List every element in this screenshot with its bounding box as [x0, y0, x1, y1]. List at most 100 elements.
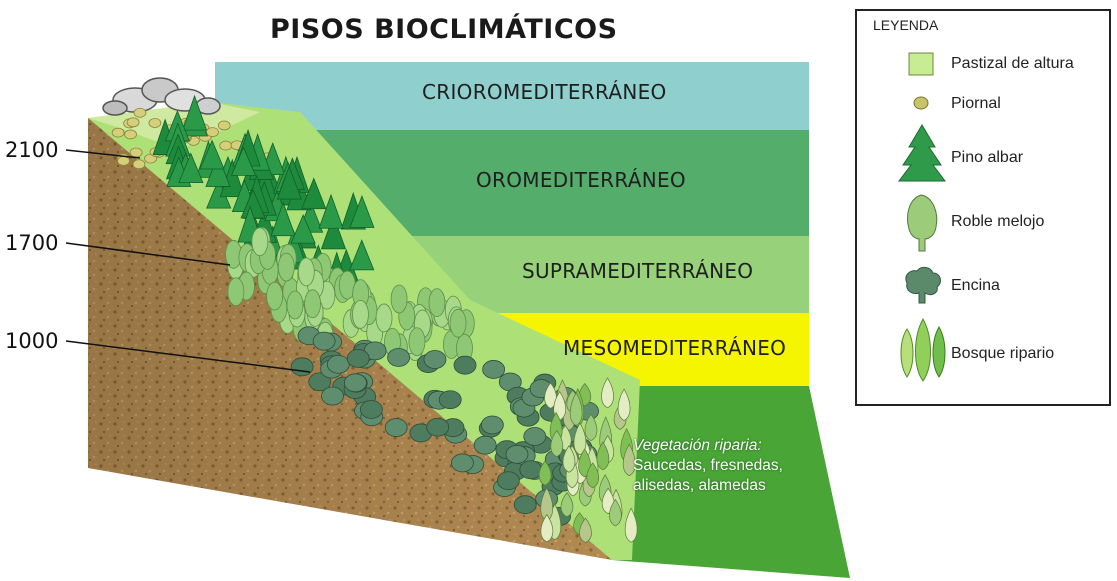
- oak-tree: [449, 308, 467, 338]
- holm-oak-tree: [523, 427, 547, 446]
- holm-oak-tree: [359, 400, 383, 419]
- riparian-forest: [538, 377, 638, 543]
- holm-oak-tree: [344, 373, 367, 393]
- oak-tree: [297, 257, 315, 287]
- riparian-tree: [617, 388, 631, 421]
- riparian-tree: [540, 514, 554, 543]
- riparian-tree: [596, 441, 610, 471]
- pine-tree: [290, 214, 316, 244]
- legend-title: LEYENDA: [873, 17, 939, 33]
- legend-label-pastizal: Pastizal de altura: [951, 55, 1074, 72]
- pine-tree: [301, 177, 327, 210]
- holm-oak-tree: [438, 390, 462, 410]
- legend-item-pino: Pino albar: [857, 123, 1109, 185]
- altitude-label-1000: 1000: [5, 329, 59, 353]
- pine-tree: [349, 195, 375, 228]
- pine-tree: [320, 214, 347, 250]
- holm-oak-tree: [387, 348, 410, 367]
- pine-forest: [152, 94, 375, 290]
- holm-oak-tree: [423, 350, 447, 369]
- holm-oak-tree: [519, 460, 543, 480]
- altitude-label-2100: 2100: [5, 138, 59, 162]
- holm-oak-tree: [450, 453, 474, 473]
- pine-tree: [205, 154, 231, 187]
- rocky-summit: [102, 77, 221, 116]
- riparian-note: Vegetación riparia: Saucedas, fresnedas,…: [633, 436, 783, 496]
- holm-oak-tree: [321, 386, 344, 406]
- oak-tree: [375, 303, 393, 333]
- legend-label-pino: Pino albar: [951, 149, 1024, 166]
- piornal-shrub: [206, 127, 219, 137]
- legend: LEYENDA Pastizal de altura Piornal Pino …: [855, 9, 1111, 406]
- legend-item-bosque-ripario: Bosque ripario: [857, 315, 1109, 387]
- piornal-shrub: [111, 127, 125, 138]
- piornal-shrub: [219, 140, 233, 151]
- pine-tree: [270, 201, 296, 237]
- riparian-note-line2: Saucedas, fresnedas,: [633, 457, 783, 474]
- oak-tree: [390, 284, 408, 314]
- oak-tree: [266, 281, 284, 311]
- piornal-shrub: [129, 147, 143, 158]
- holm-oak-icon: [905, 266, 941, 304]
- oak-forest: [225, 227, 475, 363]
- holm-oak-tree: [496, 471, 520, 491]
- holm-oak-tree: [290, 357, 314, 377]
- riparian-tree: [538, 460, 552, 486]
- pine-tree-icon: [898, 124, 946, 182]
- holm-oak-tree: [326, 354, 350, 374]
- oak-tree-icon: [907, 194, 938, 252]
- riparian-tree: [560, 492, 574, 518]
- holm-oak-tree: [308, 372, 332, 392]
- piornal-shrub: [217, 120, 231, 131]
- oak-tree: [304, 289, 321, 319]
- piornal-shrub: [148, 118, 162, 128]
- riparian-tree: [578, 448, 591, 478]
- riparian-tree: [579, 517, 592, 543]
- pine-tree: [276, 165, 302, 200]
- holm-oak-tree: [346, 348, 370, 368]
- holm-oak-tree: [384, 418, 408, 437]
- band-label-supramediterraneo: SUPRAMEDITERRÁNEO: [522, 259, 754, 283]
- oak-tree: [277, 252, 295, 282]
- legend-label-encina: Encina: [951, 277, 1000, 294]
- legend-item-pastizal: Pastizal de altura: [857, 49, 1109, 79]
- pine-tree: [318, 193, 344, 229]
- riparian-tree: [562, 445, 576, 473]
- legend-label-piornal: Piornal: [951, 95, 1001, 112]
- altitude-line-1000: [65, 340, 311, 373]
- band-label-oromediterraneo: OROMEDITERRÁNEO: [476, 168, 686, 192]
- riparian-trees-icon: [900, 317, 946, 382]
- pine-tree: [349, 239, 375, 271]
- oak-tree: [286, 290, 304, 320]
- piornal-shrub: [126, 117, 140, 128]
- legend-label-bosque-ripario: Bosque ripario: [951, 345, 1055, 362]
- riparian-tree: [544, 382, 557, 409]
- pine-tree: [199, 139, 225, 170]
- holm-oak-tree: [482, 360, 506, 379]
- altitude-line-2100: [65, 149, 141, 159]
- piornal-shrub: [133, 107, 147, 118]
- piornal-shrub: [124, 129, 137, 140]
- altitude-label-1700: 1700: [5, 231, 59, 255]
- oak-tree: [352, 300, 369, 329]
- band-label-mesomediterraneo: MESOMEDITERRÁNEO: [563, 336, 787, 360]
- holm-oak-tree: [480, 415, 504, 435]
- oak-tree: [428, 288, 446, 318]
- holm-oak-tree: [426, 417, 450, 437]
- riparian-tree: [573, 422, 587, 456]
- holm-oak-tree: [453, 355, 477, 375]
- riparian-tree: [569, 391, 583, 426]
- riparian-tree: [550, 429, 564, 458]
- legend-item-roble: Roble melojo: [857, 193, 1109, 255]
- pine-tree: [230, 146, 257, 176]
- riparian-tree: [622, 443, 636, 477]
- page-title: PISOS BIOCLIMÁTICOS: [270, 14, 618, 45]
- oak-tree: [251, 227, 269, 257]
- holm-oak-tree: [513, 495, 537, 515]
- holm-oak-tree: [473, 435, 497, 455]
- legend-label-roble: Roble melojo: [951, 213, 1045, 230]
- band-lowland: [612, 386, 850, 578]
- grass-square-icon: [908, 52, 934, 76]
- riparian-tree: [601, 377, 614, 409]
